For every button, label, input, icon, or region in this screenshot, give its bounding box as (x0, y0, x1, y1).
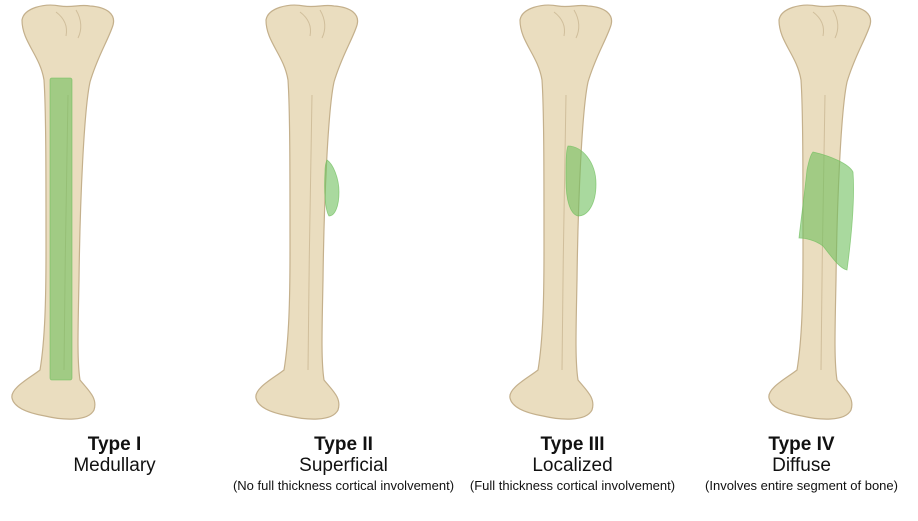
bone-illustration (458, 0, 687, 430)
type-name: Localized (458, 455, 687, 477)
type-title: Type I (0, 434, 229, 455)
type-name: Medullary (0, 455, 229, 477)
bone-illustration (229, 0, 458, 430)
type-note: (Involves entire segment of bone) (687, 478, 916, 494)
type-panel-4: Type IV Diffuse (Involves entire segment… (687, 0, 916, 521)
lesion-medullary (50, 78, 72, 380)
type-title: Type IV (687, 434, 916, 455)
type-name: Superficial (229, 455, 458, 477)
lesion-superficial (325, 160, 339, 216)
type-note: (No full thickness cortical involvement) (229, 478, 458, 494)
tibia-bone (256, 5, 358, 419)
type-panel-3: Type III Localized (Full thickness corti… (458, 0, 687, 521)
bone-illustration (687, 0, 916, 430)
type-caption: Type III Localized (Full thickness corti… (458, 434, 687, 494)
type-name: Diffuse (687, 455, 916, 477)
lesion-localized (566, 146, 596, 216)
type-caption: Type II Superficial (No full thickness c… (229, 434, 458, 494)
type-title: Type II (229, 434, 458, 455)
tibia-bone (510, 5, 612, 419)
type-note: (Full thickness cortical involvement) (458, 478, 687, 494)
type-caption: Type IV Diffuse (Involves entire segment… (687, 434, 916, 494)
type-panel-1: Type I Medullary (0, 0, 229, 521)
type-panel-2: Type II Superficial (No full thickness c… (229, 0, 458, 521)
type-caption: Type I Medullary (0, 434, 229, 478)
type-title: Type III (458, 434, 687, 455)
bone-illustration (0, 0, 229, 430)
